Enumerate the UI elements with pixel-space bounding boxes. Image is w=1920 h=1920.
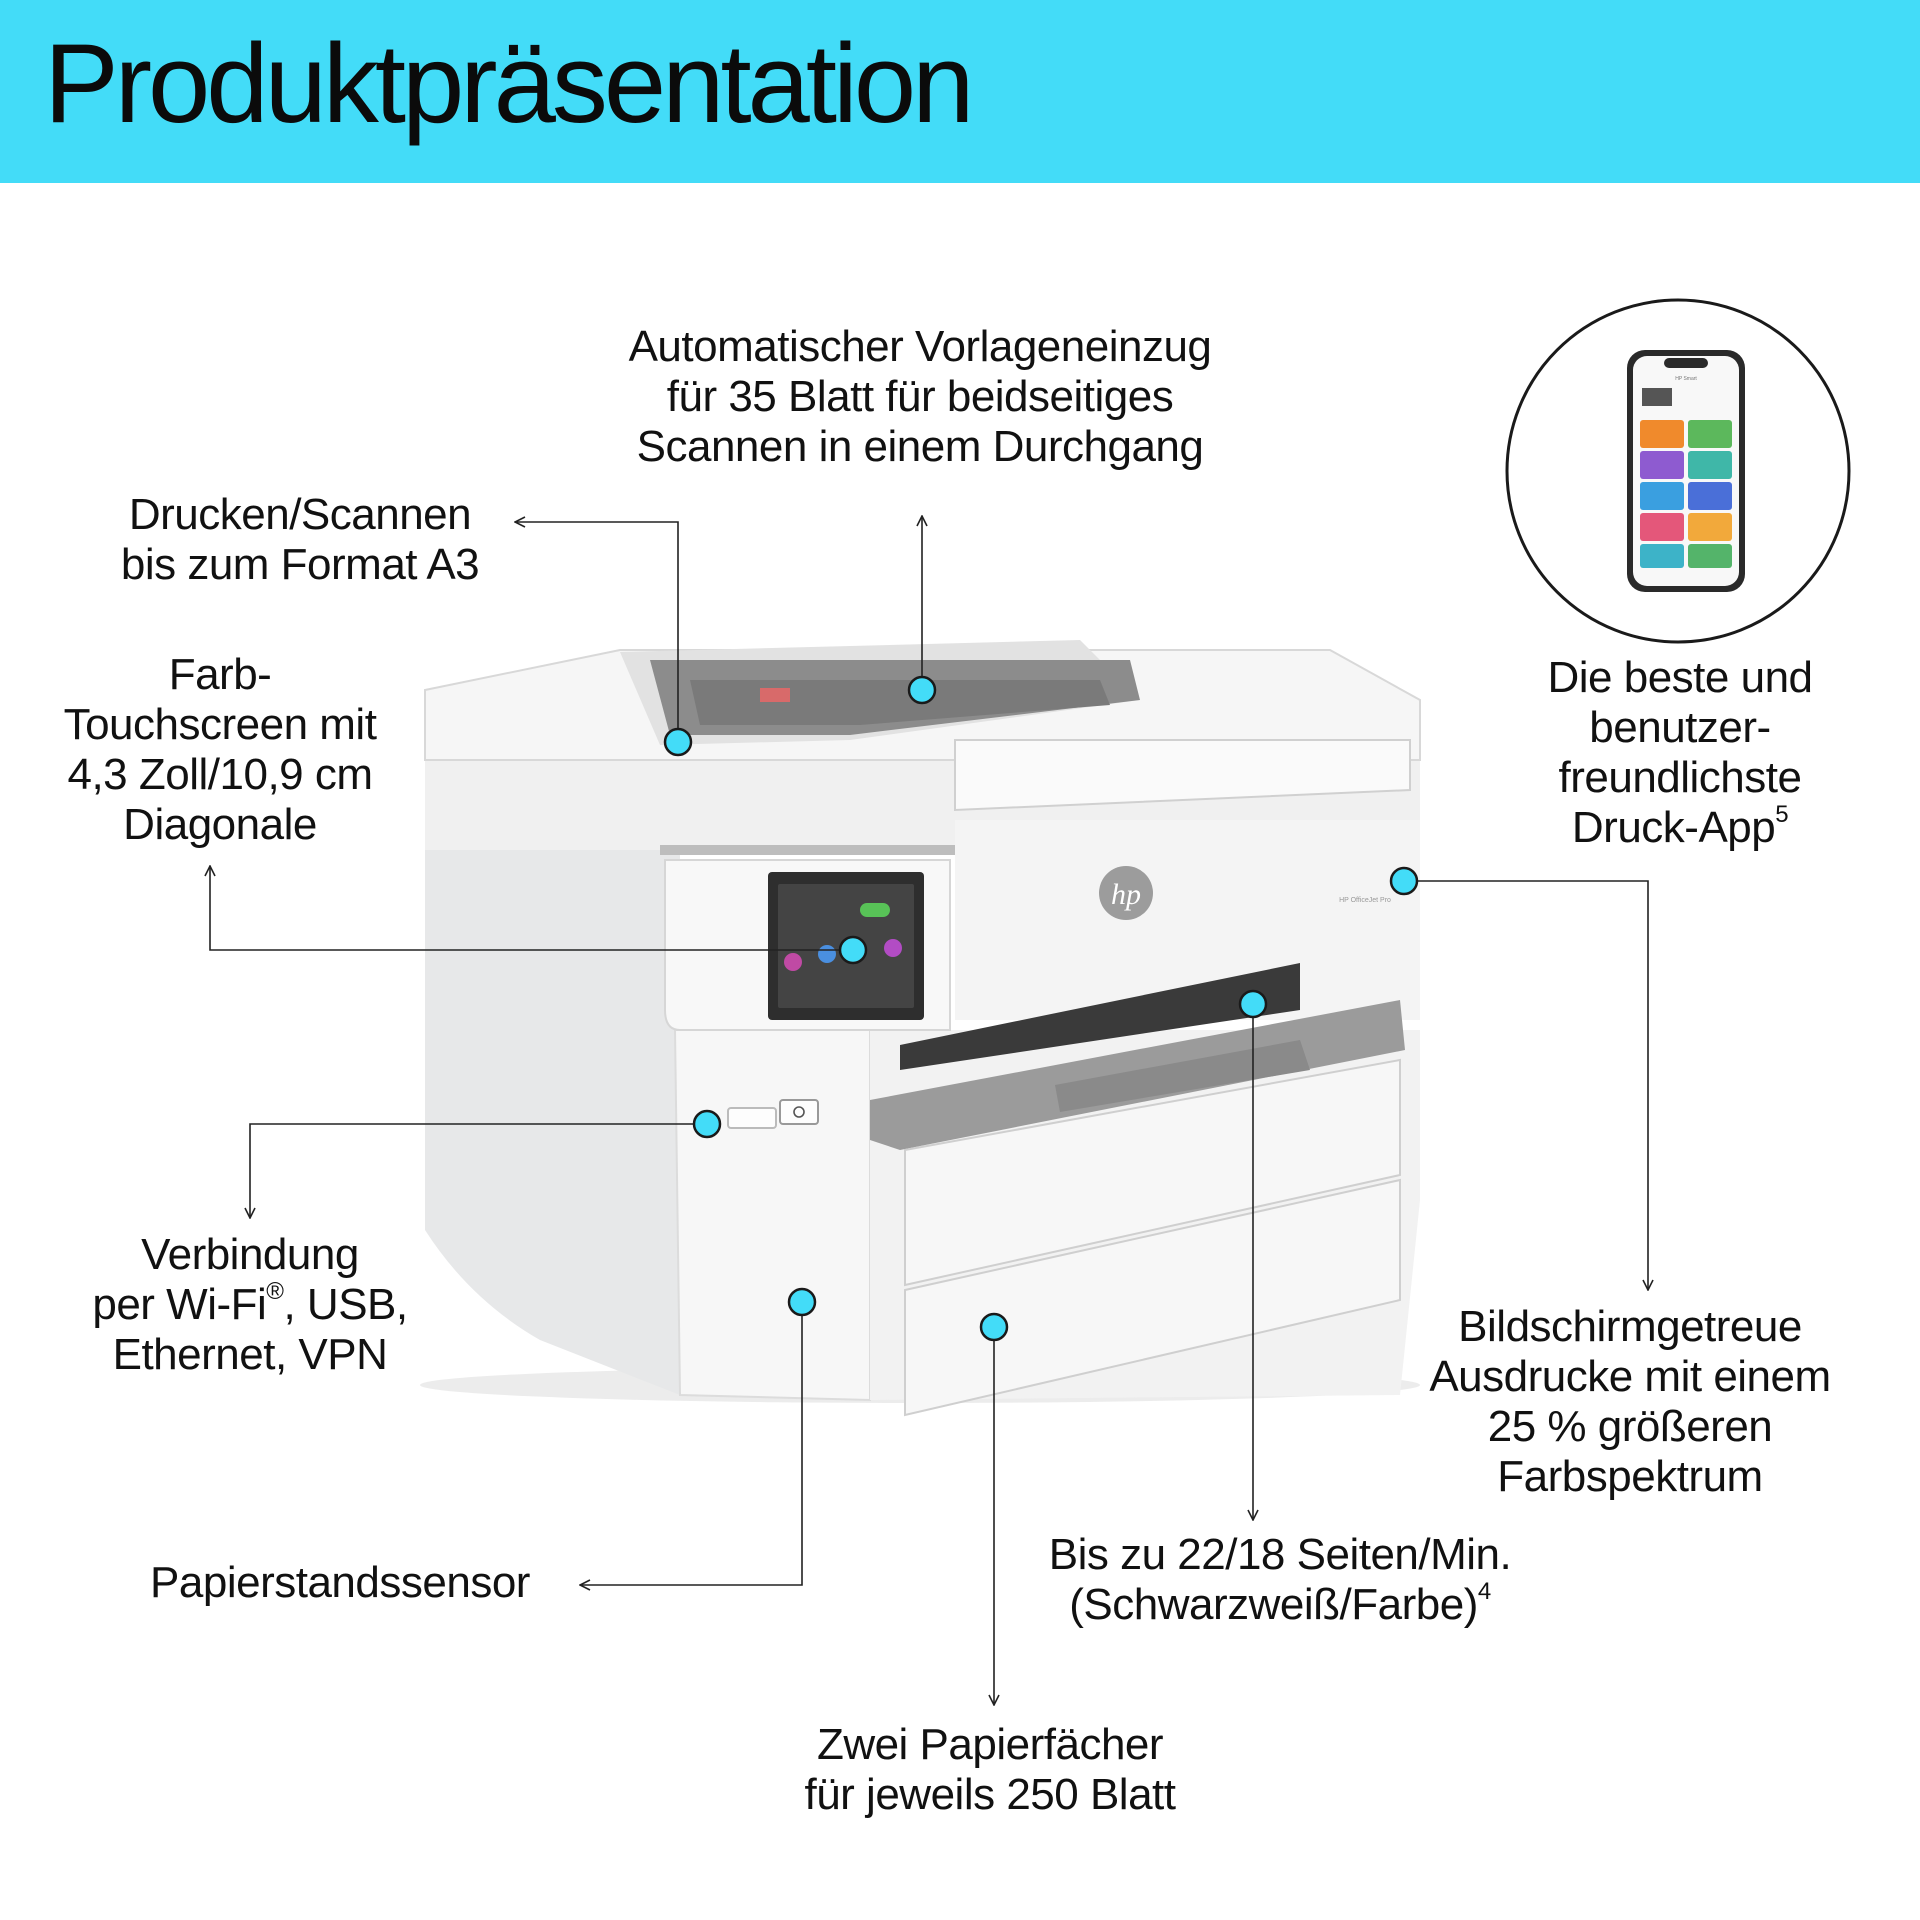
callout-trays: Zwei Papierfächer für jeweils 250 Blatt xyxy=(804,1720,1176,1819)
dot-speed xyxy=(1238,989,1268,1019)
dot-connectivity xyxy=(692,1109,722,1139)
callout-speed: Bis zu 22/18 Seiten/Min. (Schwarzweiß/Fa… xyxy=(1048,1530,1512,1629)
callout-touchscreen: Farb- Touchscreen mit 4,3 Zoll/10,9 cm D… xyxy=(63,650,377,849)
svg-text:hp: hp xyxy=(1111,878,1141,911)
callout-dots xyxy=(663,675,1419,1342)
callout-adf: Automatischer Vorlageneinzug für 35 Blat… xyxy=(628,322,1212,471)
header-bar: Produktpräsentation xyxy=(0,0,1920,183)
dot-paper-sensor xyxy=(787,1287,817,1317)
phone-app-illustration: HP Smart xyxy=(1505,298,1851,644)
printer-illustration: hp HP OfficeJet Pro xyxy=(420,640,1421,1417)
callout-print-quality: Bildschirmgetreue Ausdrucke mit einem 25… xyxy=(1429,1302,1831,1501)
model-label: HP OfficeJet Pro xyxy=(1339,897,1391,904)
callout-format: Drucken/Scannen bis zum Format A3 xyxy=(120,490,480,589)
callout-connectivity: Verbindung per Wi-Fi®, USB, Ethernet, VP… xyxy=(92,1230,408,1379)
callout-app: Die beste und benutzer- freundlichste Dr… xyxy=(1547,653,1813,852)
dot-app xyxy=(1389,866,1419,896)
dot-touchscreen xyxy=(838,935,868,965)
dot-format xyxy=(663,727,693,757)
callout-paper-sensor: Papierstandssensor xyxy=(150,1558,530,1607)
phone-app-title: HP Smart xyxy=(1675,376,1697,382)
hp-logo: hp xyxy=(1099,866,1153,920)
dot-trays xyxy=(979,1312,1009,1342)
page-title: Produktpräsentation xyxy=(44,21,974,146)
callout-lines xyxy=(210,516,1648,1705)
dot-adf xyxy=(907,675,937,705)
